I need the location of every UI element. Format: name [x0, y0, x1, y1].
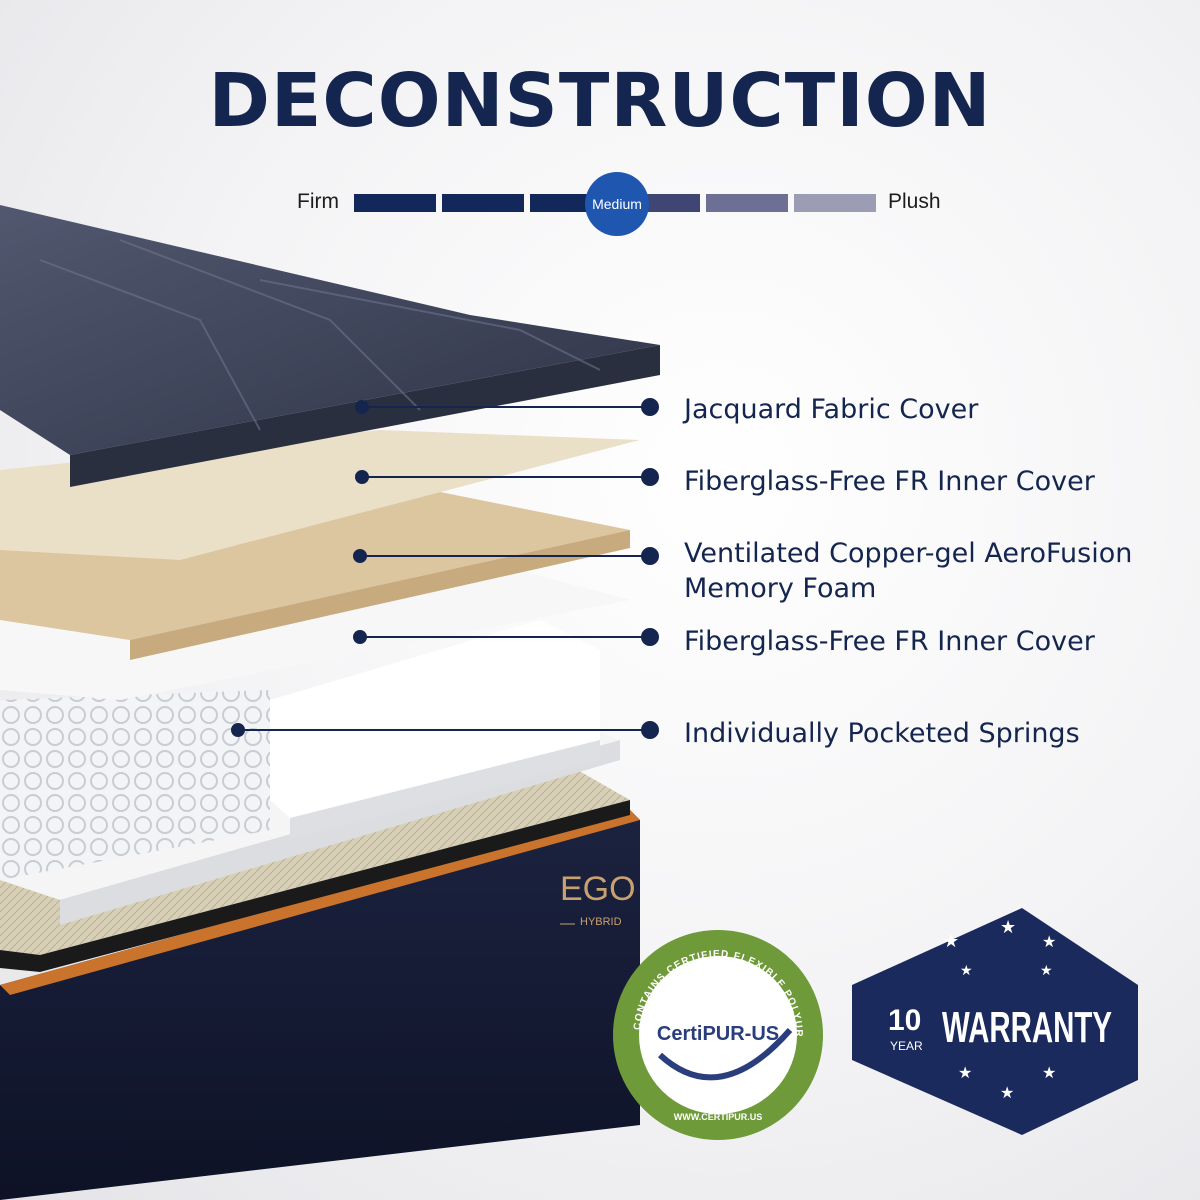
jacquard-cover-top [0, 205, 660, 455]
layer-label-fr-cover-lower: Fiberglass-Free FR Inner Cover [684, 626, 1095, 657]
support-foam-block [270, 620, 600, 818]
firmness-segment [354, 194, 436, 212]
white-foam-base [0, 700, 620, 900]
brand-sub: HYBRID [580, 916, 622, 928]
svg-text:★: ★ [1042, 1063, 1056, 1082]
svg-text:★: ★ [1000, 917, 1016, 938]
layer-label-pocketed-springs: Individually Pocketed Springs [684, 718, 1080, 749]
svg-text:10: 10 [888, 1004, 921, 1037]
page-title: DECONSTRUCTION [208, 58, 992, 144]
svg-text:★: ★ [1000, 1083, 1014, 1102]
pocketed-springs [0, 690, 270, 880]
layer-label-fr-cover-upper: Fiberglass-Free FR Inner Cover [684, 466, 1095, 497]
firmness-indicator-label: Medium [592, 196, 642, 212]
svg-text:★: ★ [958, 1063, 972, 1082]
svg-text:YEAR: YEAR [890, 1039, 923, 1053]
svg-text:CertiPUR-US: CertiPUR-US [657, 1023, 779, 1045]
svg-text:CONTAINS CERTIFIED FLEXIBLE PO: CONTAINS CERTIFIED FLEXIBLE POLYURETHANE… [0, 0, 804, 1038]
svg-text:★: ★ [1042, 932, 1056, 951]
firmness-segment [794, 194, 876, 212]
memory-foam-layer [0, 490, 630, 640]
firmness-segment [706, 194, 788, 212]
mattress-knit-layer [0, 760, 630, 955]
brand-logo: EGO [560, 870, 636, 908]
layer-label-jacquard-cover: Jacquard Fabric Cover [684, 394, 979, 425]
plush-label: Plush [888, 190, 941, 213]
svg-text:WWW.CERTIPUR.US: WWW.CERTIPUR.US [674, 1112, 763, 1122]
fr-inner-cover-lower [0, 560, 630, 700]
firm-label: Firm [297, 190, 339, 213]
svg-text:★: ★ [960, 963, 973, 979]
firmness-indicator-medium: Medium [585, 172, 649, 236]
svg-text:★: ★ [1040, 963, 1053, 979]
svg-text:WARRANTY: WARRANTY [942, 1003, 1112, 1052]
firmness-segment [442, 194, 524, 212]
svg-text:★: ★ [943, 931, 959, 952]
warranty-badge: ★ ★ ★ ★ ★ ★ ★ ★ 10 YEAR WARRANTY [852, 908, 1138, 1135]
mattress-base [0, 810, 640, 1200]
layer-label-memory-foam: Ventilated Copper-gel AeroFusion Memory … [684, 538, 1133, 604]
fr-inner-cover-upper [0, 430, 640, 560]
